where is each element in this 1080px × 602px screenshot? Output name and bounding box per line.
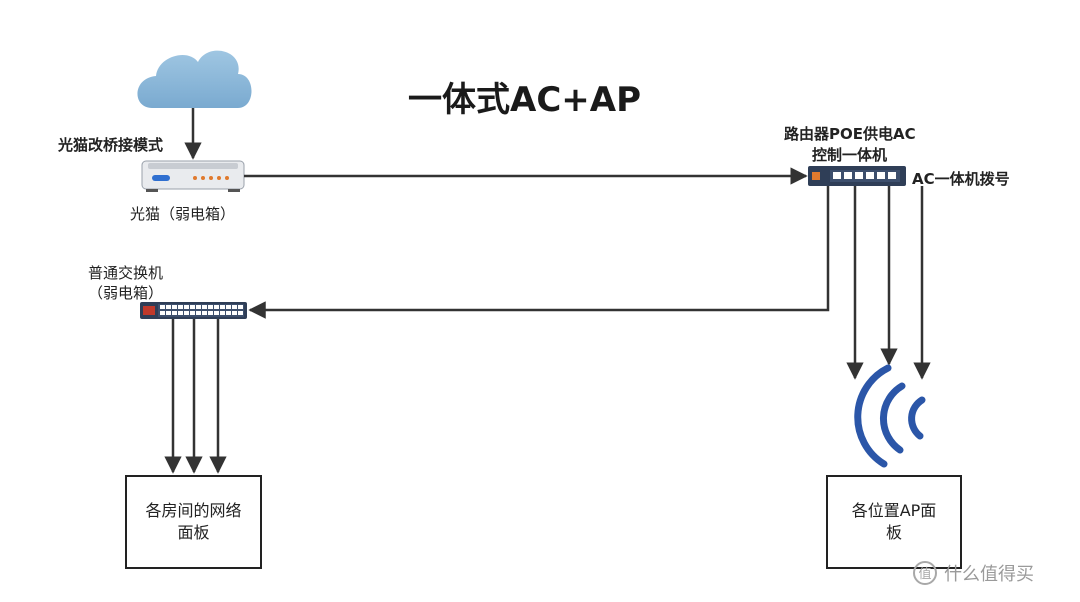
router-label-line2: 控制一体机 [812,146,888,164]
room-box-line1: 各房间的网络 [145,500,242,520]
ap-panel-box: 各位置AP面 板 [826,475,962,569]
router-label-line1: 路由器POE供电AC [784,125,916,143]
diagram-title: 一体式AC+AP [408,80,641,120]
wifi-signal-icon [854,364,926,468]
ap-box-line2: 板 [885,523,902,542]
svg-text:值: 值 [918,566,931,582]
poe-router-icon [808,166,906,186]
room-box-line2: 面板 [177,523,210,542]
modem-location-label: 光猫（弱电箱） [130,205,236,223]
smzdm-logo-icon: 值 [913,561,937,585]
switch-label-line2: （弱电箱） [88,284,164,302]
watermark: 值 什么值得买 [912,560,1034,586]
modem-bridge-label: 光猫改桥接模式 [58,136,164,154]
router-dial-label: AC一体机拨号 [912,170,1010,188]
router-to-switch-arrow [248,186,830,319]
modem-icon [141,160,245,192]
room-network-panel-box: 各房间的网络 面板 [125,475,262,569]
ap-box-line1: 各位置AP面 [851,500,937,520]
watermark-text: 什么值得买 [944,564,1034,585]
switch-icon [140,302,247,319]
switch-label-line1: 普通交换机 [88,264,164,282]
cloud-icon [137,50,252,108]
